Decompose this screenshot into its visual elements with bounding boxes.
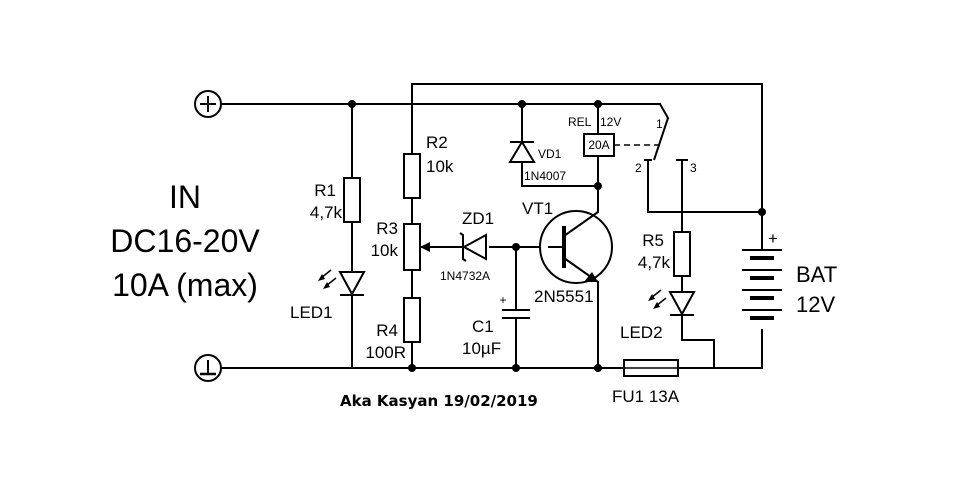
led2-name: LED2 <box>620 323 663 342</box>
relay-pin-2: 2 <box>635 161 642 175</box>
input-line-3: 10A (max) <box>112 267 258 303</box>
battery-icon: + <box>742 229 782 320</box>
resistor-icon <box>403 297 421 343</box>
fu1-label: FU1 13A <box>612 387 680 406</box>
r2-name: R2 <box>426 133 448 152</box>
diode-vd1: VD1 1N4007 <box>508 140 566 183</box>
r1-value: 4,7k <box>310 203 343 222</box>
zd1-value: 1N4732A <box>440 269 490 283</box>
capacitor-icon: + <box>499 293 530 319</box>
capacitor-c1: + C1 10µF <box>462 293 530 358</box>
resistor-r1: R1 4,7k <box>310 177 361 223</box>
c1-value: 10µF <box>462 339 501 358</box>
r4-name: R4 <box>376 321 398 340</box>
vt1-name: VT1 <box>522 199 553 218</box>
resistor-r4: R4 100R <box>365 297 421 362</box>
resistor-r5: R5 4,7k <box>638 231 691 277</box>
led2: LED2 <box>620 289 696 342</box>
npn-transistor-icon <box>539 210 613 284</box>
diode-icon <box>508 140 536 163</box>
rel-rating: 20A <box>588 138 609 152</box>
transistor-vt1: VT1 2N5551 <box>522 199 613 306</box>
bat-name: BAT <box>796 262 837 287</box>
relay-contact-icon <box>644 117 688 161</box>
r5-name: R5 <box>642 231 664 250</box>
input-spec: IN DC16-20V 10A (max) <box>110 179 260 303</box>
vd1-name: VD1 <box>538 147 562 161</box>
input-line-1: IN <box>169 179 201 215</box>
r3-value: 10k <box>371 241 399 260</box>
r4-value: 100R <box>365 343 406 362</box>
input-line-2: DC16-20V <box>110 223 260 259</box>
r3-name: R3 <box>376 219 398 238</box>
zd1-name: ZD1 <box>462 209 494 228</box>
resistor-icon <box>673 231 691 277</box>
rel-name: REL <box>568 115 592 129</box>
c1-name: C1 <box>472 317 494 336</box>
relay-rel: 20A REL 12V 1 2 3 <box>568 115 697 175</box>
relay-pin-1: 1 <box>656 117 663 131</box>
junction-dots <box>348 100 766 372</box>
svg-text:+: + <box>499 293 506 307</box>
fuse-fu1: FU1 13A <box>612 359 680 406</box>
led1-name: LED1 <box>290 303 333 322</box>
zener-icon <box>459 232 487 262</box>
r2-value: 10k <box>426 157 454 176</box>
potentiometer-r3: R3 10k <box>371 219 430 271</box>
ground-terminal-icon <box>194 354 222 382</box>
r5-value: 4,7k <box>638 253 671 272</box>
svg-text:+: + <box>768 229 778 248</box>
author-credit: Aka Kasyan 19/02/2019 <box>340 392 538 410</box>
rel-voltage: 12V <box>600 115 621 129</box>
r1-name: R1 <box>314 181 336 200</box>
battery-bat: + BAT 12V <box>742 229 837 320</box>
led-icon <box>648 289 696 317</box>
resistor-icon <box>343 177 361 223</box>
led1: LED1 <box>290 269 366 322</box>
relay-pin-3: 3 <box>690 161 697 175</box>
plus-terminal-icon <box>194 90 222 118</box>
resistor-r2: R2 10k <box>403 133 454 199</box>
vt1-value: 2N5551 <box>534 287 594 306</box>
potentiometer-icon <box>403 223 421 271</box>
bat-value: 12V <box>796 292 835 317</box>
vd1-value: 1N4007 <box>524 169 566 183</box>
zener-zd1: ZD1 1N4732A <box>440 209 494 283</box>
led-icon <box>318 269 366 297</box>
resistor-icon <box>403 153 421 199</box>
